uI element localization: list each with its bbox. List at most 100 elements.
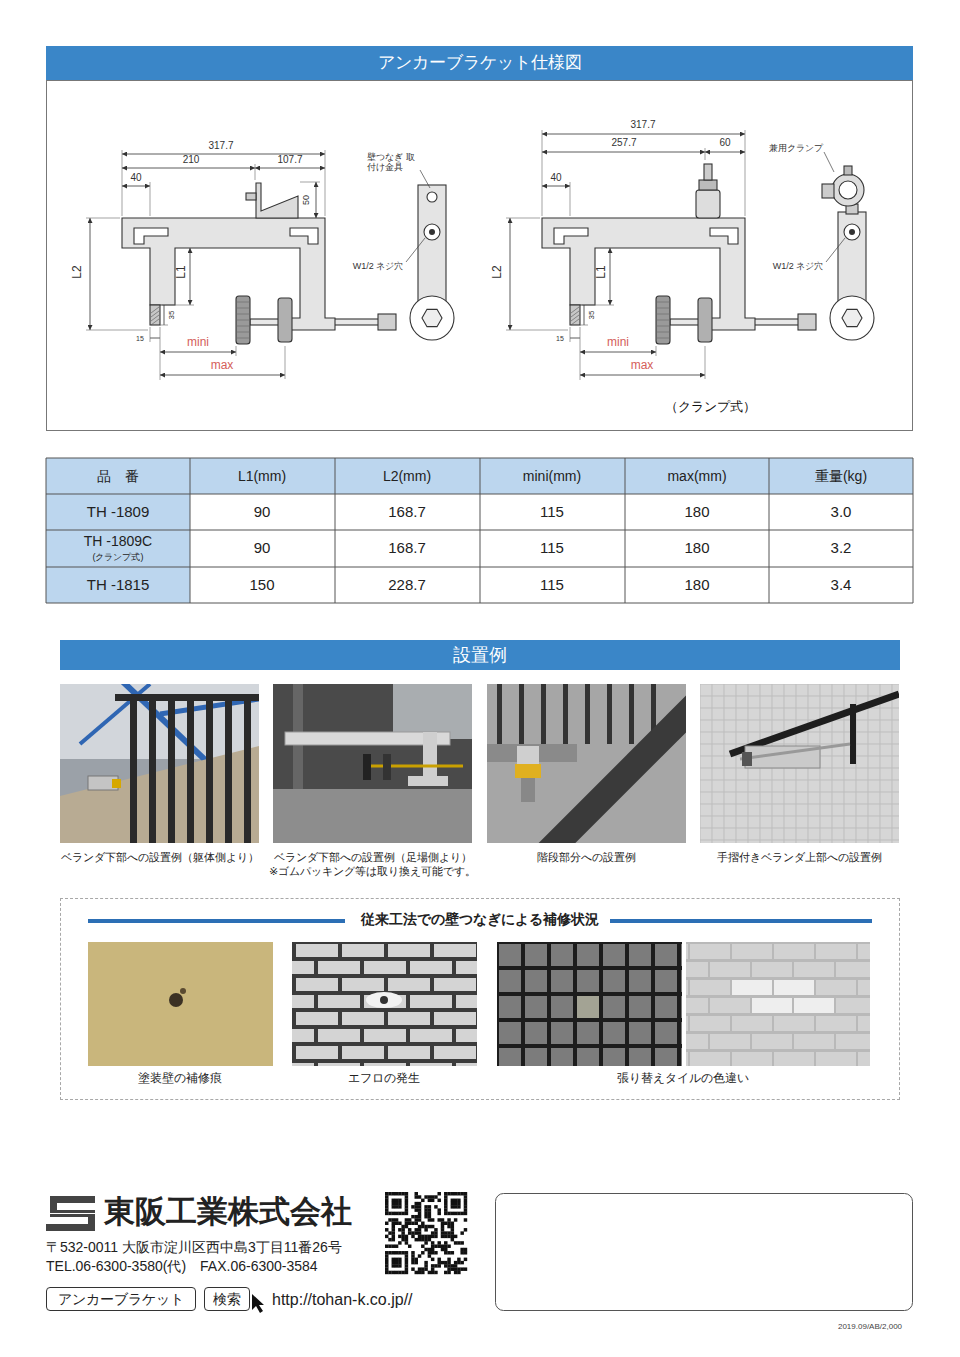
qr-module xyxy=(437,1208,440,1211)
photo-shape xyxy=(393,684,472,739)
qr-module xyxy=(428,1208,431,1211)
qr-module xyxy=(460,1248,463,1251)
repair-panel: 従来工法での壁つなぎによる補修状況塗装壁の補修痕エフロの発生張り替えタイルの色違… xyxy=(60,898,900,1100)
qr-module xyxy=(385,1195,388,1198)
railing-bar xyxy=(149,694,156,843)
railing-bar xyxy=(497,684,502,744)
pad xyxy=(521,778,535,802)
tile xyxy=(551,1048,573,1066)
qr-module xyxy=(428,1235,431,1238)
qr-module xyxy=(398,1271,401,1274)
nut xyxy=(742,752,752,766)
qr-module xyxy=(437,1241,440,1244)
qr-module xyxy=(464,1228,467,1231)
extension-line xyxy=(656,346,657,356)
dimension-line xyxy=(316,182,317,218)
tile xyxy=(774,980,814,995)
railing-bar xyxy=(563,684,568,744)
qr-module xyxy=(398,1202,401,1205)
qr-module xyxy=(454,1241,457,1244)
qr-module xyxy=(415,1231,418,1234)
qr-module xyxy=(392,1192,395,1195)
qr-module xyxy=(398,1205,401,1208)
tile-joint xyxy=(700,780,899,781)
qr-module xyxy=(451,1222,454,1225)
qr-module xyxy=(437,1264,440,1267)
thread-hole xyxy=(844,224,860,240)
tile xyxy=(655,996,677,1018)
qr-module xyxy=(464,1202,467,1205)
photo-caption: ベランダ下部への設置例（躯体側より） xyxy=(54,850,265,864)
qr-module xyxy=(454,1264,457,1267)
leader-line xyxy=(826,238,845,262)
tile xyxy=(681,1048,682,1066)
brick xyxy=(342,1012,384,1025)
extension-line xyxy=(580,325,588,326)
brick xyxy=(388,944,430,957)
qr-module xyxy=(424,1238,427,1241)
tile xyxy=(686,962,708,977)
qr-module xyxy=(431,1244,434,1247)
tile xyxy=(551,944,573,966)
qr-module xyxy=(388,1212,391,1215)
qr-module xyxy=(444,1192,447,1195)
dimension-label: max xyxy=(211,359,234,373)
qr-module xyxy=(437,1258,440,1261)
tile xyxy=(732,944,772,959)
qr-module xyxy=(401,1231,404,1234)
brick xyxy=(342,1046,384,1059)
tile xyxy=(686,1052,688,1066)
dimension-label: 35 xyxy=(167,311,176,320)
qr-module xyxy=(405,1267,408,1270)
qr-module xyxy=(398,1228,401,1231)
qr-module xyxy=(434,1205,437,1208)
railing-bar xyxy=(607,684,612,744)
tile xyxy=(525,944,547,966)
knurl xyxy=(656,302,670,303)
qr-module xyxy=(421,1222,424,1225)
photo xyxy=(700,684,899,843)
slot xyxy=(290,228,318,244)
qr-module xyxy=(441,1228,444,1231)
tile xyxy=(551,970,573,992)
tile-joint xyxy=(712,684,713,843)
extension-line xyxy=(582,305,614,306)
dimension-label: 15 xyxy=(136,335,144,343)
qr-module xyxy=(441,1248,444,1251)
handrail xyxy=(730,694,899,754)
photo xyxy=(497,942,682,1066)
footer-text: 2019.09/AB/2,000 xyxy=(838,1322,902,1331)
qr-module xyxy=(385,1212,388,1215)
brick xyxy=(388,1012,430,1025)
knurl xyxy=(236,320,250,321)
dimension-label: 317.7 xyxy=(630,119,655,131)
brick xyxy=(364,961,406,974)
photo-caption: 塗装壁の補修痕 xyxy=(87,1071,272,1085)
tile xyxy=(525,996,547,1018)
pad xyxy=(383,754,391,780)
disc xyxy=(236,296,250,344)
qr-module xyxy=(447,1261,450,1264)
cursor-icon xyxy=(252,1294,264,1313)
dimension-label: W1/2 ネジ穴 xyxy=(353,261,404,271)
tile-joint xyxy=(700,684,701,843)
tile xyxy=(681,944,682,966)
photo xyxy=(273,684,472,843)
tile xyxy=(629,944,651,966)
qr-module xyxy=(460,1231,463,1234)
extension-line xyxy=(300,182,320,183)
qr-module xyxy=(395,1202,398,1205)
qr-module xyxy=(434,1231,437,1234)
qr-module xyxy=(405,1271,408,1274)
qr-module xyxy=(408,1231,411,1234)
qr-module xyxy=(401,1235,404,1238)
qr-module xyxy=(424,1235,427,1238)
extension-line xyxy=(236,346,237,356)
qr-module xyxy=(385,1271,388,1274)
slot xyxy=(710,228,738,244)
qr-module xyxy=(411,1267,414,1270)
hex-nut xyxy=(842,309,862,326)
table-cell: 3.4 xyxy=(831,576,852,593)
dimension-line xyxy=(150,338,160,339)
dimension-label: max xyxy=(631,359,654,373)
